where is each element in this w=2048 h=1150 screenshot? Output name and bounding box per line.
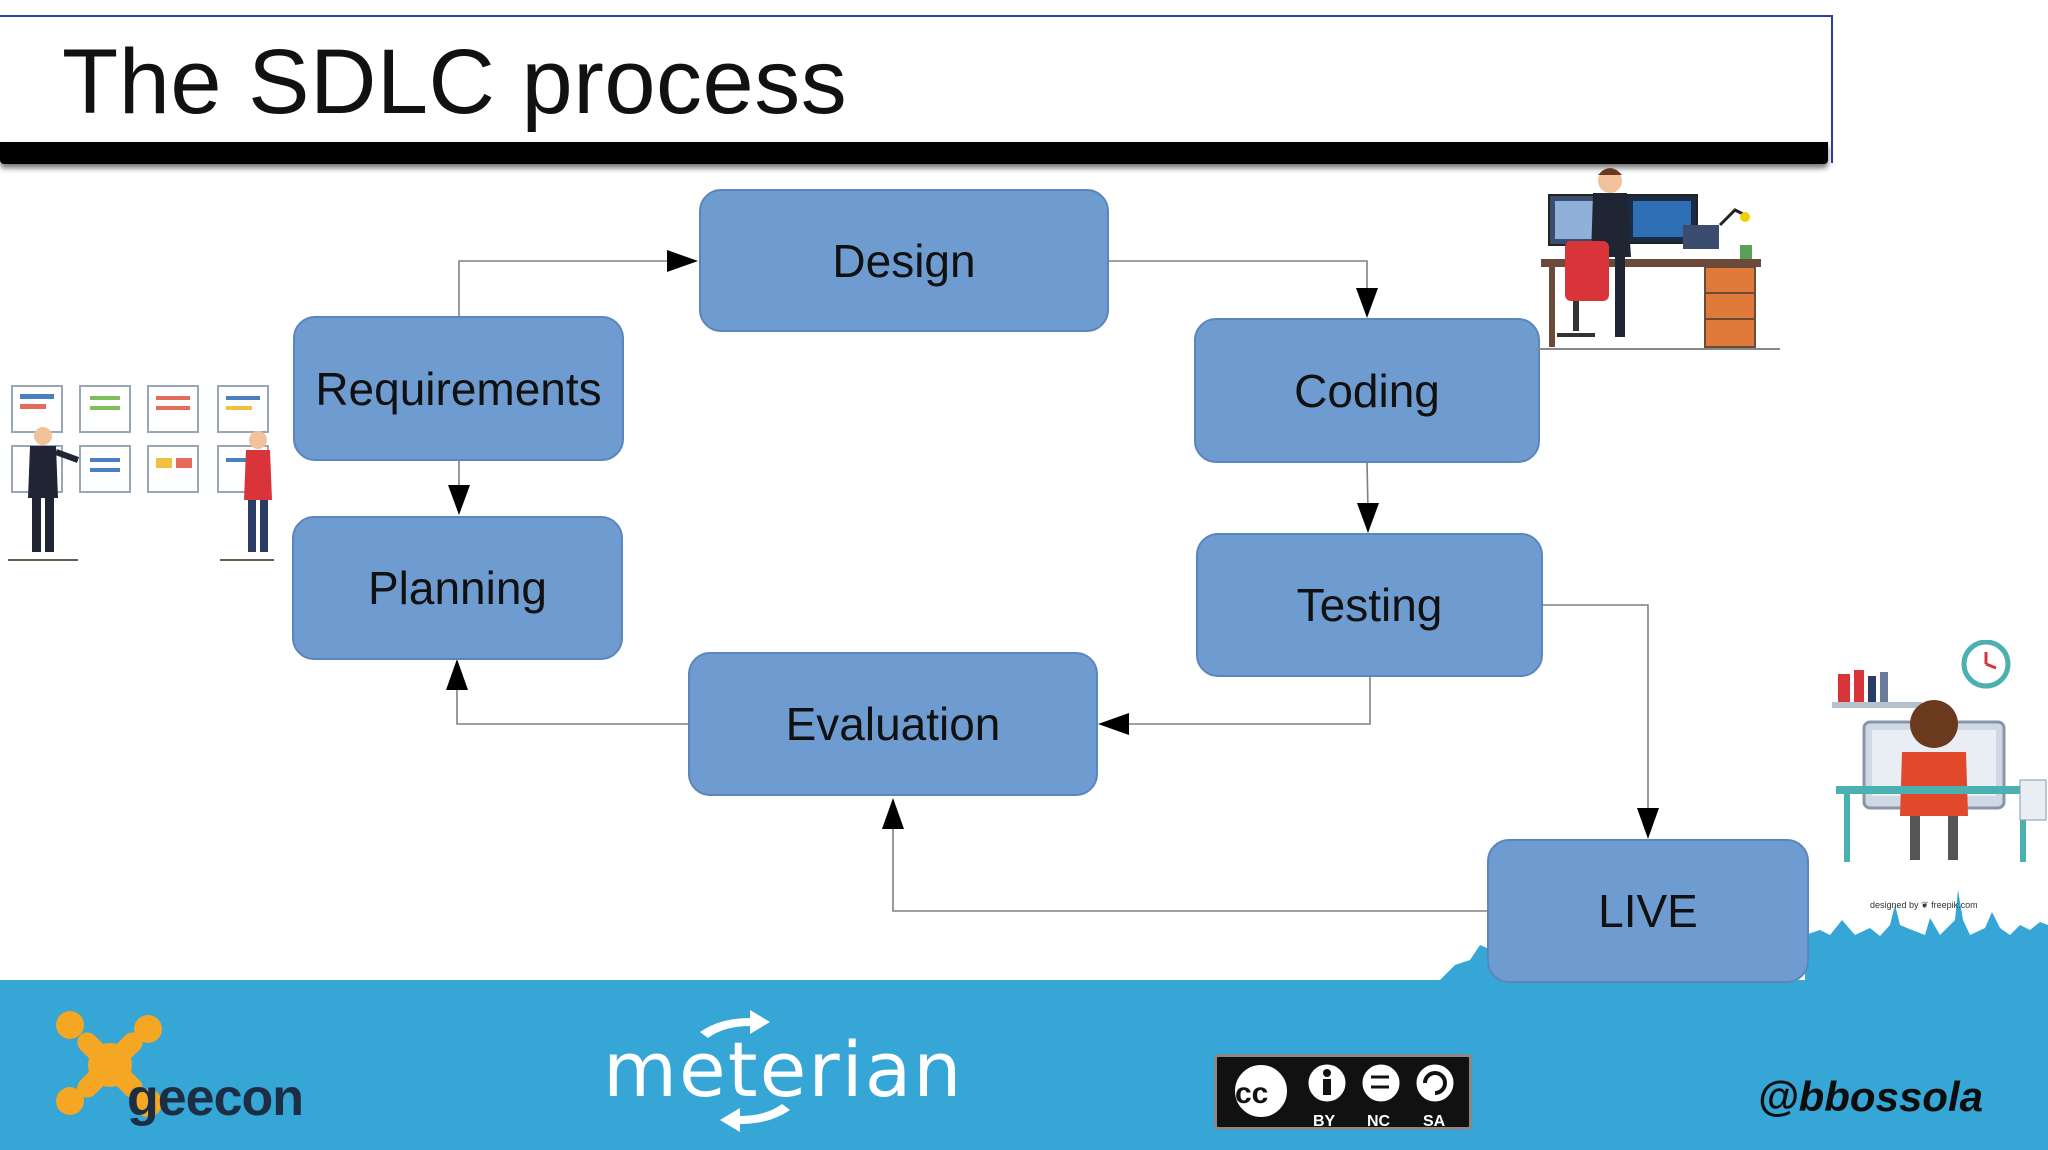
footer-band [0, 980, 2048, 1150]
title-frame [0, 15, 1833, 163]
kanban-board-illustration [8, 385, 274, 561]
node-label: Coding [1294, 364, 1440, 417]
arrowhead-testing [1357, 503, 1379, 533]
node-label: LIVE [1598, 885, 1698, 937]
arrowhead-planning-bottom [446, 659, 468, 690]
edge-testing-live [1542, 604, 1649, 815]
node-label: Planning [367, 562, 548, 614]
meterian-arrows-icon [700, 1010, 790, 1132]
geecon-logo-text: geecon [127, 1069, 304, 1127]
developer-desk-illustration [1535, 168, 1780, 350]
title-underline [0, 142, 1828, 164]
edge-requirements-design [458, 260, 672, 316]
node-live: LIVE [1487, 839, 1809, 983]
arrowhead-planning-top [448, 485, 470, 515]
arrowhead-evaluation-bottom [882, 798, 904, 829]
arrowhead-live [1637, 808, 1659, 839]
geecon-logo-icon [56, 1011, 162, 1117]
node-design: Design [699, 189, 1109, 332]
twitter-handle: @bbossola [1757, 1073, 1983, 1120]
edge-live-evaluation [892, 822, 1487, 912]
node-planning: Planning [292, 516, 623, 660]
edge-design-coding [1108, 260, 1368, 296]
node-label: Requirements [315, 362, 602, 415]
cc-label-nc: NC [1367, 1113, 1391, 1130]
edge-evaluation-planning [456, 680, 689, 725]
node-coding: Coding [1194, 318, 1540, 463]
node-label: Evaluation [785, 698, 1001, 750]
arrowhead-coding [1356, 288, 1378, 318]
cc-license-badge: cc BY NC SA [1214, 1054, 1472, 1130]
cc-label-by: BY [1313, 1113, 1336, 1130]
node-label: Testing [1296, 579, 1443, 631]
meterian-logo-text: meterian [603, 1025, 964, 1114]
node-testing: Testing [1196, 533, 1543, 677]
remote-worker-illustration [1832, 640, 2047, 862]
edge-coding-testing [1366, 461, 1369, 511]
illustration-credit: designed by ❦ freepik.com [1870, 900, 1978, 910]
creative-commons-icon [1231, 1061, 1457, 1121]
arrowhead-design [667, 250, 698, 272]
arrowhead-evaluation-right [1098, 713, 1129, 735]
cc-label-sa: SA [1423, 1113, 1446, 1130]
cc-label-main: cc [1235, 1077, 1269, 1110]
node-label: Design [832, 234, 976, 287]
node-requirements: Requirements [293, 316, 624, 461]
edge-testing-evaluation [1120, 676, 1371, 725]
node-evaluation: Evaluation [688, 652, 1098, 796]
slide-title: The SDLC process [62, 31, 848, 133]
